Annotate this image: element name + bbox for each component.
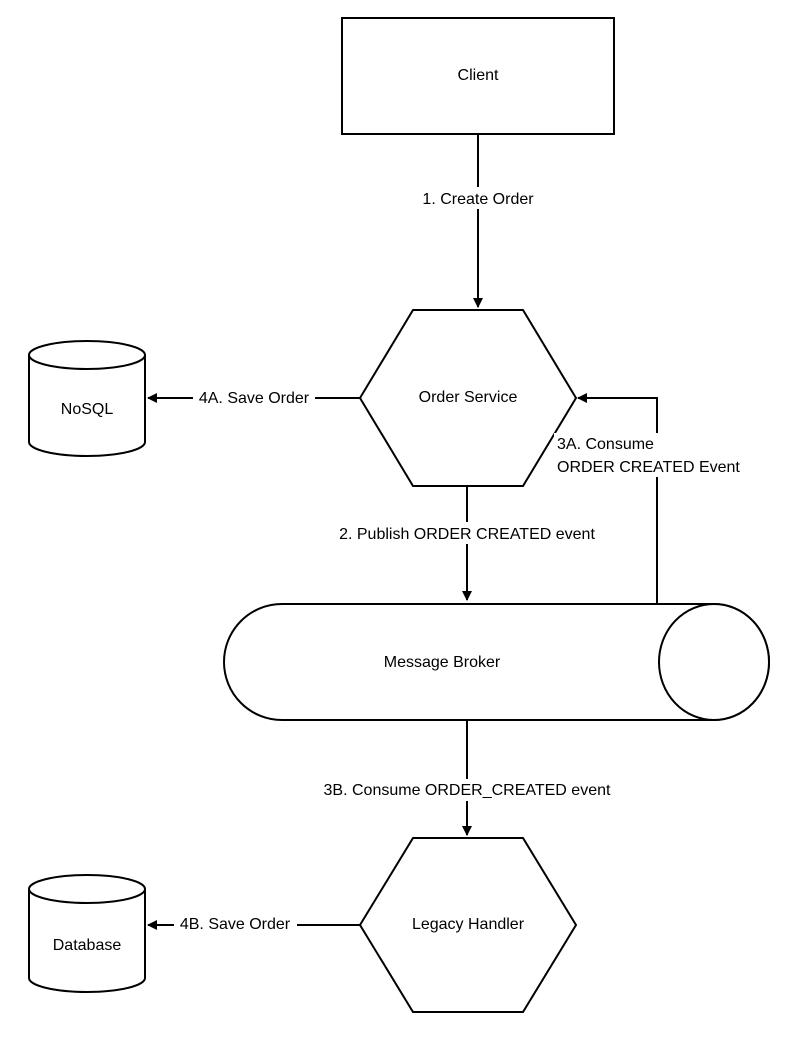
- edge-publish-event: 2. Publish ORDER CREATED event: [326, 486, 609, 601]
- save-order-4a-label: 4A. Save Order: [199, 390, 310, 407]
- legacy-handler-label: Legacy Handler: [412, 916, 525, 933]
- order-service-label: Order Service: [419, 389, 518, 406]
- save-order-4b-label: 4B. Save Order: [180, 916, 291, 933]
- save-order-4a-label-bg: [193, 387, 315, 409]
- consume-3a-label-line1: 3A. Consume: [557, 436, 654, 453]
- edge-consume-3b: 3B. Consume ORDER_CREATED event: [307, 720, 629, 836]
- message-broker-label: Message Broker: [384, 654, 501, 671]
- client-box: [341, 17, 615, 135]
- edge-save-order-4a: 4A. Save Order: [147, 387, 360, 409]
- edge-save-order-4b: 4B. Save Order: [147, 913, 360, 935]
- database-label: Database: [53, 937, 122, 954]
- message-broker-end-cap: [658, 603, 770, 721]
- client-label: Client: [458, 67, 499, 84]
- save-order-4b-label-bg: [174, 913, 297, 935]
- publish-event-label-bg: [326, 522, 609, 544]
- publish-event-label: 2. Publish ORDER CREATED event: [339, 526, 595, 543]
- nosql-node: NoSQL: [28, 340, 146, 457]
- consume-3a-label-line2: ORDER CREATED Event: [557, 459, 740, 476]
- consume-3a-arrow: [577, 393, 658, 604]
- database-cylinder-top: [28, 874, 146, 904]
- database-node: Database: [28, 874, 146, 993]
- nosql-cylinder-body: [28, 355, 146, 457]
- edge-consume-3a: 3A. Consume ORDER CREATED Event: [554, 393, 760, 604]
- order-service-node: Order Service: [358, 309, 578, 487]
- nosql-label: NoSQL: [61, 401, 114, 418]
- create-order-label-bg: [412, 187, 544, 209]
- consume-3b-label: 3B. Consume ORDER_CREATED event: [324, 782, 611, 799]
- edge-create-order: 1. Create Order: [412, 134, 544, 308]
- database-cylinder-body: [28, 889, 146, 993]
- nosql-cylinder-top: [28, 340, 146, 370]
- create-order-label: 1. Create Order: [422, 191, 534, 208]
- message-broker-node: Message Broker: [223, 603, 770, 721]
- client-node: Client: [341, 17, 615, 135]
- consume-3a-label-bg: [554, 433, 760, 477]
- consume-3b-label-bg: [307, 779, 629, 801]
- legacy-handler-node: Legacy Handler: [358, 837, 578, 1013]
